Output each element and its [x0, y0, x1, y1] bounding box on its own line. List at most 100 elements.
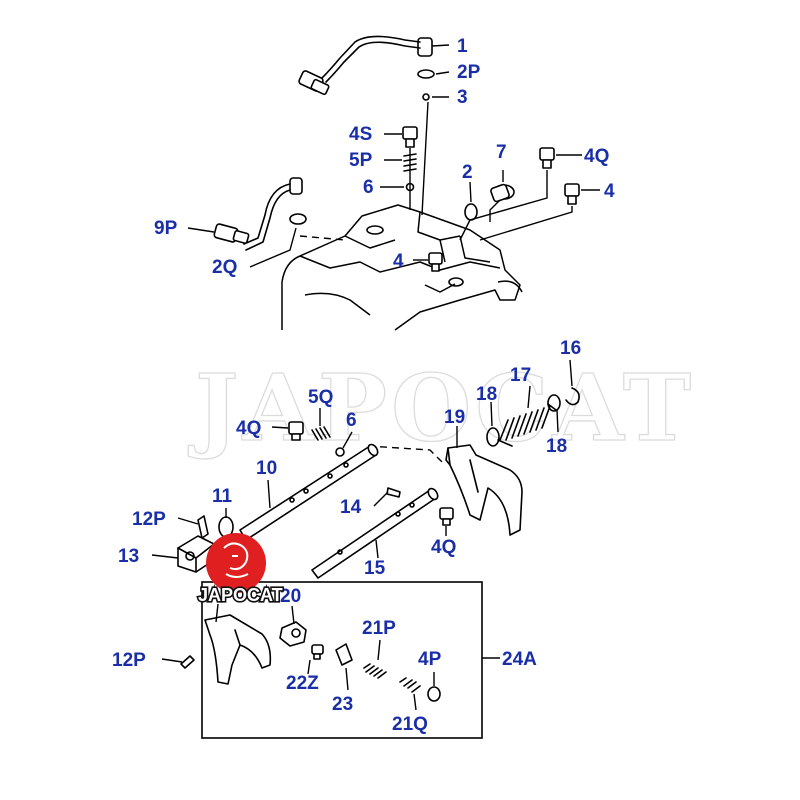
- brand-logo: JAPOCAT: [196, 533, 284, 607]
- label-22z: 22Z: [286, 673, 319, 694]
- part-12p-pin-lower: [180, 655, 195, 669]
- part-5q-spring: [311, 426, 331, 441]
- leader-2q: [249, 227, 297, 268]
- leader-15: [375, 539, 379, 559]
- part-23-sleeve: [335, 643, 353, 666]
- label-14: 14: [340, 497, 362, 518]
- label-20: 20: [280, 586, 301, 607]
- leader-6: [342, 431, 353, 449]
- transmission-housing: [281, 204, 523, 331]
- label-6-mid: 6: [346, 410, 357, 431]
- label-2: 2: [462, 162, 473, 183]
- label-11: 11: [212, 486, 233, 507]
- label-23: 23: [332, 694, 353, 715]
- leader-21q: [413, 693, 417, 711]
- part-12p-pin: [197, 515, 209, 539]
- label-16: 16: [560, 338, 581, 359]
- leader-14: [373, 491, 389, 507]
- label-4-lower: 4: [393, 251, 404, 272]
- part-2q-washer: [289, 213, 307, 225]
- leader-2: [469, 181, 472, 203]
- leader-17: [527, 385, 531, 409]
- leader-12p: [177, 517, 199, 525]
- leader-4q-mid: [271, 426, 289, 429]
- part-1-switch: [298, 35, 433, 96]
- label-19: 19: [444, 407, 465, 428]
- label-15: 15: [364, 558, 386, 579]
- part-4q-bolt-lower: [439, 507, 454, 526]
- label-1: 1: [457, 36, 468, 57]
- part-2-washer: [464, 203, 478, 221]
- label-18-left: 18: [476, 384, 497, 405]
- part-6-ball-mid: [335, 447, 345, 457]
- label-17: 17: [510, 365, 531, 386]
- leader-4: [479, 206, 573, 241]
- leader-9p: [187, 227, 215, 233]
- leader-1: [431, 44, 450, 47]
- leader-7: [489, 199, 501, 222]
- leader-20: [291, 605, 295, 625]
- label-4p: 4P: [418, 649, 442, 670]
- label-7: 7: [496, 142, 507, 163]
- leader-21p: [377, 639, 381, 661]
- label-4q-mid: 4Q: [236, 418, 261, 439]
- part-4-bolt-lower: [428, 252, 443, 272]
- part-3-ball: [422, 93, 430, 101]
- part-4q-bolt-mid: [288, 421, 304, 441]
- part-7-sensor: [490, 183, 515, 203]
- label-2q: 2Q: [212, 257, 237, 278]
- part-15-shaft: [311, 487, 439, 579]
- label-2p: 2P: [457, 62, 481, 83]
- leader-23: [345, 667, 349, 691]
- brand-badge-circle: [206, 533, 266, 593]
- label-4q-top: 4Q: [584, 146, 609, 167]
- part-21q-spring: [399, 677, 421, 693]
- part-4-bolt: [564, 183, 580, 205]
- brand-badge-emblem: [223, 542, 249, 578]
- leader-18a: [490, 401, 493, 427]
- label-13: 13: [118, 546, 139, 567]
- label-12p-lower: 12P: [112, 650, 146, 671]
- label-5p: 5P: [349, 150, 373, 171]
- part-9p-switch: [213, 177, 303, 251]
- label-12p: 12P: [132, 509, 166, 530]
- part-20-block: [279, 621, 307, 647]
- leader-fork-box: [215, 603, 219, 623]
- part-fork-assembly: [204, 614, 272, 685]
- leader-1-down: [421, 101, 429, 216]
- label-4s: 4S: [349, 124, 372, 145]
- leader-22z: [307, 659, 311, 675]
- label-5q: 5Q: [308, 387, 333, 408]
- part-18-ring-b: [547, 394, 561, 412]
- label-21p: 21P: [362, 618, 396, 639]
- leader-12p-lower: [161, 658, 183, 663]
- brand-text: JAPOCAT: [198, 585, 283, 605]
- part-4p-plug: [427, 686, 441, 702]
- part-18-ring-a: [486, 427, 500, 447]
- part-22z-bolt: [311, 644, 324, 660]
- label-3: 3: [457, 87, 468, 108]
- part-14-pin: [386, 487, 401, 498]
- label-6-top: 6: [363, 177, 374, 198]
- label-18-right: 18: [546, 436, 567, 457]
- leader-16: [569, 359, 573, 387]
- assembly-box-24a: [201, 581, 483, 739]
- leader-4q: [459, 170, 548, 241]
- label-21q: 21Q: [392, 714, 428, 735]
- dash-19: [367, 445, 446, 466]
- watermark-text: JAPOCAT: [188, 354, 695, 462]
- part-4s-plug: [402, 126, 418, 148]
- dash-2q: [299, 235, 346, 241]
- part-4q-bolt: [539, 147, 555, 169]
- part-2p-washer: [417, 69, 435, 79]
- leader-13: [151, 554, 179, 559]
- label-4q-lower: 4Q: [431, 537, 456, 558]
- part-16-clip: [565, 387, 580, 406]
- label-4-top: 4: [604, 181, 615, 202]
- part-21p-spring: [363, 663, 387, 679]
- part-17-spring: [497, 403, 557, 447]
- label-10: 10: [256, 458, 277, 479]
- label-9p: 9P: [154, 218, 178, 239]
